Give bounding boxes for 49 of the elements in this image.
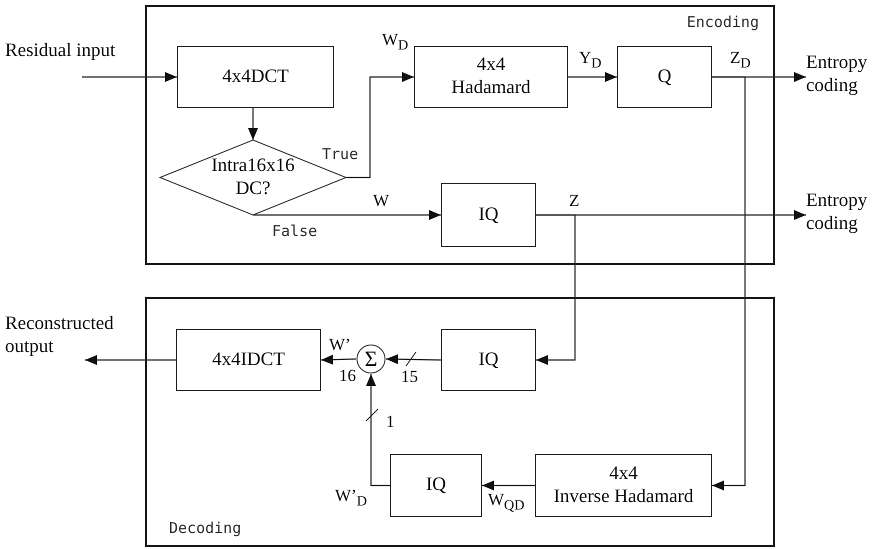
- node-text: IQ: [478, 348, 499, 372]
- node-text: 4x4: [609, 462, 638, 486]
- arrow: [320, 354, 356, 365]
- node-text: Σ: [364, 346, 378, 372]
- node-text: IQ: [426, 474, 446, 497]
- arrow: [253, 210, 441, 220]
- arrow: [346, 72, 414, 178]
- group-title: Encoding: [686, 13, 759, 31]
- summing-junction: [356, 344, 386, 374]
- signal-label: False: [272, 224, 318, 239]
- process-box: [617, 46, 712, 108]
- node-text: Q: [658, 66, 672, 88]
- group-frame: [145, 297, 775, 547]
- arrow: [536, 214, 576, 365]
- signal-label: 16: [339, 367, 356, 384]
- arrow: [85, 355, 176, 365]
- edge-label: W$_{QD}$: [487, 491, 526, 513]
- process-box: [176, 329, 321, 391]
- group-frame: [145, 5, 775, 265]
- arrow: [82, 72, 177, 82]
- node-text: Entropy coding: [806, 190, 868, 236]
- process-box: [390, 454, 482, 517]
- node-text: Entropy coding: [806, 52, 868, 98]
- arrow: [712, 76, 746, 490]
- node-text: 4x4DCT: [222, 66, 289, 88]
- node-text: 4x4IDCT: [212, 348, 285, 372]
- process-box: [177, 46, 334, 108]
- signal-label: True: [322, 147, 358, 162]
- arrow: [386, 354, 442, 364]
- process-box: [441, 183, 536, 247]
- node-text: Reconstructed output: [5, 313, 115, 359]
- edge-label: W’: [328, 336, 352, 353]
- signal-label: 1: [386, 413, 394, 430]
- node-text: IQ: [478, 204, 499, 226]
- node-text: Residual input: [5, 40, 116, 63]
- node-text: Intra16x16 DC?: [210, 154, 296, 200]
- process-box: [414, 46, 568, 108]
- edge-label: Z: [568, 192, 580, 209]
- edge-label: 15: [400, 368, 419, 385]
- process-box: [535, 454, 712, 517]
- arrow: [482, 480, 535, 490]
- group-title: Decoding: [169, 519, 242, 537]
- arrow: [366, 374, 390, 486]
- process-box: [441, 329, 536, 391]
- arrow: [248, 108, 258, 140]
- edge-label: W: [372, 192, 390, 209]
- node-text: 4x4 Hadamard: [450, 54, 532, 100]
- arrow: [568, 72, 617, 82]
- node-text: Inverse Hadamard: [554, 486, 694, 508]
